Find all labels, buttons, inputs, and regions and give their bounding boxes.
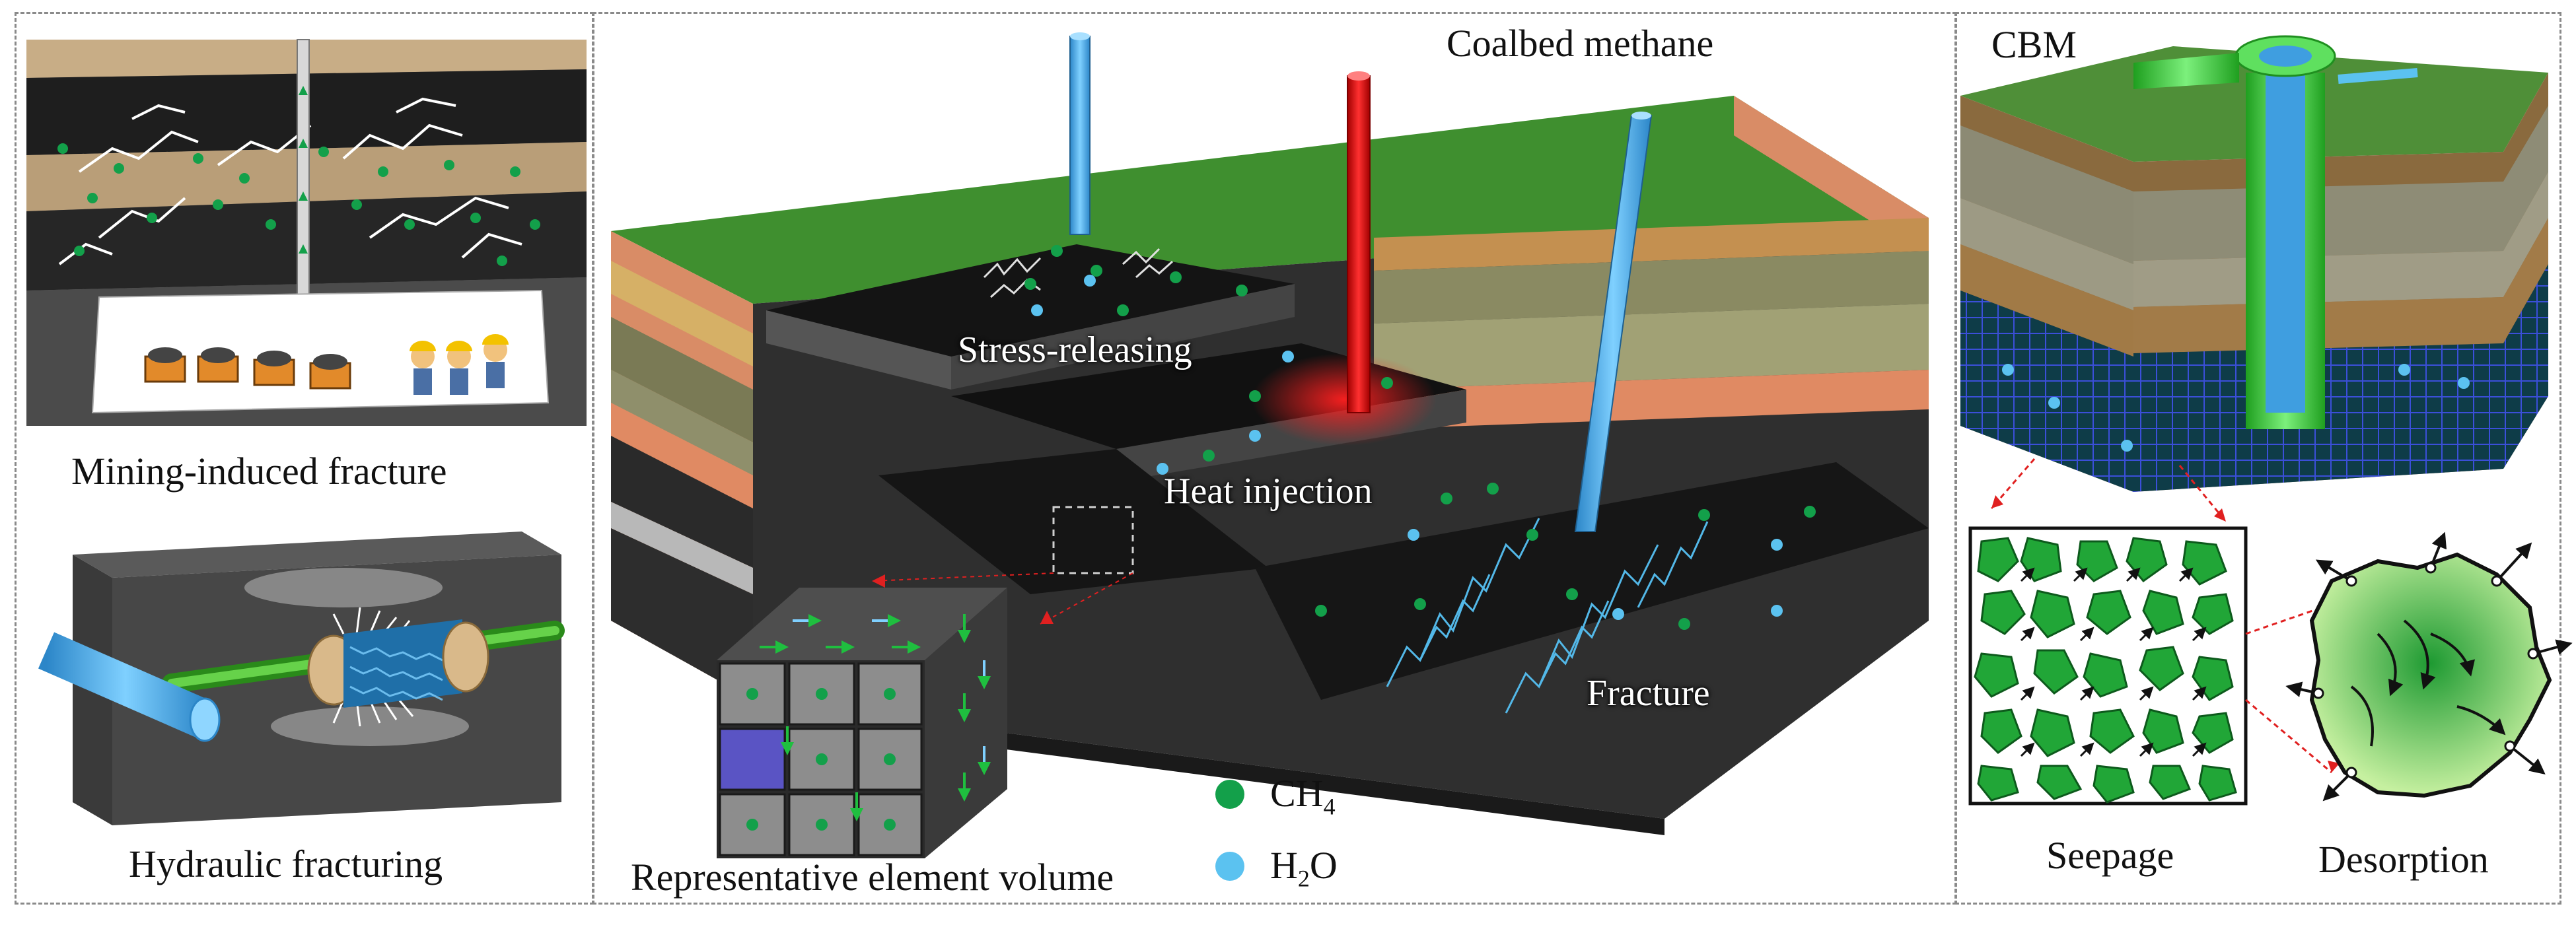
hydraulic-illustration: [38, 532, 565, 825]
mine-carts: [144, 347, 351, 390]
mining-illustration: [26, 39, 587, 426]
label-cbm: CBM: [1991, 23, 2077, 66]
label-stress-releasing: Stress-releasing: [958, 329, 1192, 370]
hf-block-top: [73, 532, 561, 578]
legend-ch4-dot: [1215, 780, 1244, 809]
label-hydraulic-fracturing: Hydraulic fracturing: [129, 842, 443, 885]
cbm-gas-outlet: [2133, 53, 2239, 89]
hf-fracture-zone: [343, 619, 462, 708]
grass-surface: [611, 96, 1929, 304]
panel-cbm-detail: [1955, 12, 2561, 905]
ch4-dots-coalbed: [1024, 245, 1816, 630]
coal-grain: [2309, 552, 2552, 798]
coalbed-block: [611, 32, 1929, 835]
hf-fractures: [332, 607, 414, 727]
blue-fractures: [1386, 518, 1709, 714]
h2o-dots-cbm: [2002, 364, 2470, 452]
rev-cube: [717, 588, 1007, 858]
legend-h2o-label: H2O: [1270, 844, 1338, 892]
seepage-grains: [1974, 537, 2237, 804]
label-representative-element-volume: Representative element volume: [631, 856, 1114, 899]
borehole-ch4-arrows: [299, 86, 308, 254]
stress-release-step: [766, 244, 1295, 357]
label-fracture: Fracture: [1587, 673, 1710, 714]
label-seepage: Seepage: [2046, 834, 2174, 877]
legend-ch4-label: CH4: [1270, 772, 1336, 820]
hf-blue-pipe: [38, 632, 213, 738]
rev-selection-box: [1052, 506, 1134, 574]
cbm-well-core: [2266, 73, 2305, 413]
escape-arrows: [2285, 532, 2573, 802]
mining-fractures: [58, 97, 522, 265]
label-heat-injection: Heat injection: [1164, 471, 1373, 512]
label-desorption: Desorption: [2318, 838, 2489, 881]
desorption-arrows: [2350, 619, 2506, 747]
legend: [1215, 780, 1244, 881]
heat-glow: [1252, 353, 1437, 446]
rev-selected-cell: [719, 728, 786, 791]
desorption-illustration: [2285, 532, 2573, 802]
miners: [410, 334, 509, 395]
ch4-dots-mining: [57, 143, 540, 266]
cbm-block: [1960, 35, 2548, 522]
label-mining-induced-fracture: Mining-induced fracture: [71, 450, 447, 493]
fracture-zone-floor: [1255, 462, 1929, 700]
heat-injection-well: [1347, 75, 1371, 413]
seepage-illustration: [1968, 526, 2248, 806]
legend-h2o-dot: [1215, 852, 1244, 881]
label-coalbed-methane: Coalbed methane: [1447, 22, 1714, 65]
stress-well: [1069, 36, 1091, 235]
h2o-dots-coalbed: [1031, 275, 1783, 620]
mining-borehole: [297, 39, 310, 298]
